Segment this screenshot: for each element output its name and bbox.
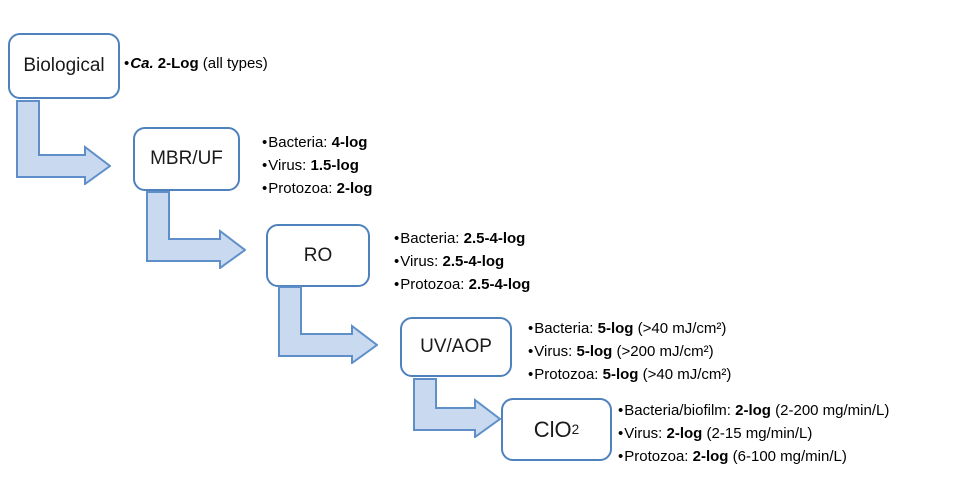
bullet-item: •Protozoa: 2-log: [262, 177, 372, 200]
stage-label: MBR/UF: [150, 148, 223, 169]
stage-box-biological: Biological: [8, 33, 120, 99]
bullet-marker: •: [528, 320, 534, 337]
bullet-marker: •: [262, 180, 268, 197]
bullet-value: 2-log: [735, 402, 771, 419]
bullet-marker: •: [618, 425, 624, 442]
bullet-item: •Virus: 2-log (2-15 mg/min/L): [618, 422, 889, 445]
bullet-value: 5-log: [576, 343, 613, 360]
bullet-prefix: Virus:: [624, 425, 667, 442]
bullet-value: 2.5-4-log: [442, 253, 505, 270]
bullet-value: 2-log: [336, 180, 373, 197]
bent-arrow-icon: [413, 378, 501, 438]
bullet-suffix: (6-100 mg/min/L): [728, 448, 847, 465]
bullet-suffix: (all types): [198, 55, 268, 72]
bullet-marker: •: [262, 134, 268, 151]
bullet-prefix: Bacteria/biofilm:: [624, 402, 736, 419]
bullet-marker: •: [618, 402, 624, 419]
stage-box-uv-aop: UV/AOP: [400, 317, 512, 377]
bullet-marker: •: [394, 276, 400, 293]
bullet-emphasis: Ca.: [130, 55, 158, 72]
bent-arrow-icon: [278, 286, 378, 364]
stage-box-mbr-uf: MBR/UF: [133, 127, 240, 191]
bullet-value: 1.5-log: [310, 157, 359, 174]
bullet-prefix: Protozoa:: [624, 448, 693, 465]
stage-label: UV/AOP: [420, 336, 492, 357]
bullet-suffix: (>40 mJ/cm²): [633, 320, 727, 337]
stage-label: Biological: [23, 55, 105, 76]
bullet-value: 2-log: [692, 448, 729, 465]
bullet-suffix: (>40 mJ/cm²): [638, 366, 732, 383]
bullet-prefix: Bacteria:: [400, 230, 464, 247]
bullet-value: 5-log: [597, 320, 634, 337]
bullet-prefix: Bacteria:: [534, 320, 598, 337]
stage-label: RO: [303, 244, 333, 266]
bullet-value: 2-log: [666, 425, 703, 442]
bullet-prefix: Protozoa:: [268, 180, 337, 197]
bullet-marker: •: [394, 253, 400, 270]
bullet-item: •Bacteria: 4-log: [262, 131, 372, 154]
bullet-value: 2.5-4-log: [468, 276, 531, 293]
bullet-prefix: Protozoa:: [534, 366, 603, 383]
bullet-list-clo2: •Bacteria/biofilm: 2-log (2-200 mg/min/L…: [618, 399, 889, 468]
bullet-item: •Virus: 2.5-4-log: [394, 250, 530, 273]
bullet-item: •Protozoa: 2-log (6-100 mg/min/L): [618, 445, 889, 468]
bent-arrow-icon: [16, 100, 111, 185]
bullet-item: •Virus: 5-log (>200 mJ/cm²): [528, 340, 731, 363]
bullet-item: •Ca. 2-Log (all types): [124, 52, 268, 75]
stage-label: ClO: [533, 416, 572, 442]
bullet-prefix: Virus:: [534, 343, 577, 360]
bullet-marker: •: [618, 448, 624, 465]
bullet-value: 4-log: [331, 134, 368, 151]
bullet-suffix: (>200 mJ/cm²): [612, 343, 714, 360]
bullet-item: •Bacteria: 5-log (>40 mJ/cm²): [528, 317, 731, 340]
bullet-value: 2-Log: [157, 55, 199, 72]
bullet-item: •Protozoa: 2.5-4-log: [394, 273, 530, 296]
bullet-value: 2.5-4-log: [463, 230, 526, 247]
bullet-list-biological: •Ca. 2-Log (all types): [124, 52, 268, 75]
stage-box-ro: RO: [266, 224, 370, 287]
bullet-list-ro: •Bacteria: 2.5-4-log •Virus: 2.5-4-log •…: [394, 227, 530, 296]
bullet-marker: •: [394, 230, 400, 247]
bullet-suffix: (2-15 mg/min/L): [702, 425, 813, 442]
bullet-prefix: Virus:: [400, 253, 443, 270]
bullet-value: 5-log: [602, 366, 639, 383]
bullet-marker: •: [528, 366, 534, 383]
bullet-prefix: Virus:: [268, 157, 311, 174]
bullet-prefix: Protozoa:: [400, 276, 469, 293]
bullet-marker: •: [124, 55, 130, 72]
bullet-marker: •: [262, 157, 268, 174]
bullet-list-mbr-uf: •Bacteria: 4-log •Virus: 1.5-log •Protoz…: [262, 131, 372, 200]
bullet-list-uv-aop: •Bacteria: 5-log (>40 mJ/cm²) •Virus: 5-…: [528, 317, 731, 386]
bullet-item: •Protozoa: 5-log (>40 mJ/cm²): [528, 363, 731, 386]
bullet-item: •Bacteria: 2.5-4-log: [394, 227, 530, 250]
bent-arrow-icon: [146, 191, 246, 269]
bullet-prefix: Bacteria:: [268, 134, 332, 151]
bullet-item: •Bacteria/biofilm: 2-log (2-200 mg/min/L…: [618, 399, 889, 422]
bullet-marker: •: [528, 343, 534, 360]
bullet-suffix: (2-200 mg/min/L): [770, 402, 890, 419]
bullet-item: •Virus: 1.5-log: [262, 154, 372, 177]
